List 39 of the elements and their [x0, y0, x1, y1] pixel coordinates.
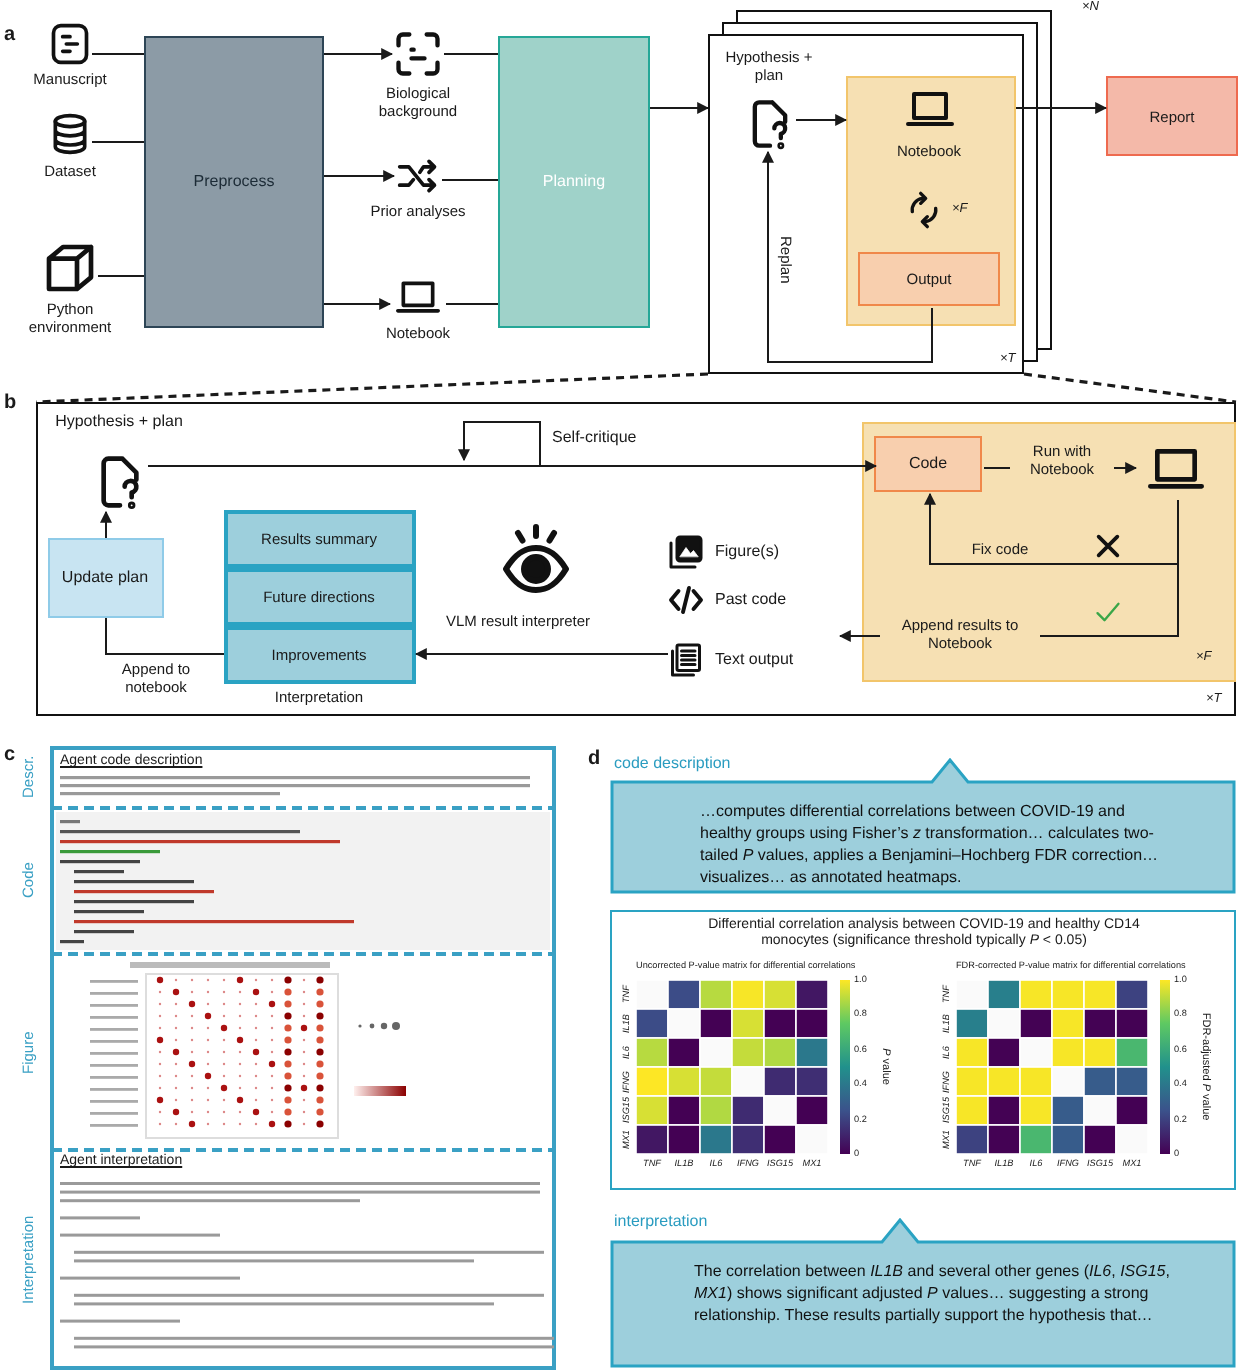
- connector-line: [97, 275, 145, 277]
- bubble-heading: code description: [614, 754, 731, 774]
- icon-caption: Figure(s): [715, 541, 780, 561]
- arrow: [323, 298, 392, 310]
- process-box: Planning: [498, 36, 650, 328]
- arrow: [100, 510, 112, 539]
- panel-letter: d: [588, 748, 601, 772]
- notebook-panel: [845, 75, 1015, 325]
- arrow: [795, 114, 848, 126]
- bubble-heading: interpretation: [614, 1212, 708, 1232]
- arrow: [649, 102, 710, 114]
- connector-line: [443, 53, 499, 55]
- arrow: [323, 48, 394, 60]
- arrow: [147, 460, 878, 472]
- panel-letter: a: [4, 24, 16, 48]
- process-box: Update plan: [47, 537, 163, 617]
- arrow: [762, 150, 933, 363]
- bubble-text: The correlation between IL1B and several other genes (IL6, ISG15, MX1) shows significant adjusted P values… suggesting a strong relationship. These results partially support the hypothesis that…: [694, 1260, 1172, 1326]
- arrow: [414, 648, 669, 660]
- icon-caption: Text output: [715, 649, 794, 669]
- arrow: [924, 492, 1179, 565]
- loop-label: Self-critique: [552, 428, 637, 448]
- arrow: [323, 170, 396, 182]
- iteration-frame: [708, 34, 1024, 374]
- connector-line: [445, 303, 499, 305]
- connector-line: [441, 179, 499, 181]
- connector-line: [91, 141, 145, 143]
- icon-caption: Past code: [715, 589, 787, 609]
- arrow: [1015, 102, 1108, 114]
- connector-line: [105, 617, 225, 655]
- process-box: Preprocess: [144, 36, 324, 328]
- panel-letter: b: [4, 392, 17, 416]
- panel-letter: c: [4, 744, 16, 768]
- iteration-frame: [36, 402, 1236, 716]
- bubble-text: …computes differential correlations between COVID-19 and healthy groups using Fisher’s z transformation… calculates two-tailed P values, applies a Benjamini–Hochberg FDR correction… visualizes… as annotated heatmaps.: [700, 800, 1161, 888]
- code-box: Code: [874, 436, 982, 492]
- connector-line: [91, 53, 145, 55]
- icon-caption: Hypothesis + plan: [53, 411, 185, 431]
- zoom-line: [35, 372, 709, 404]
